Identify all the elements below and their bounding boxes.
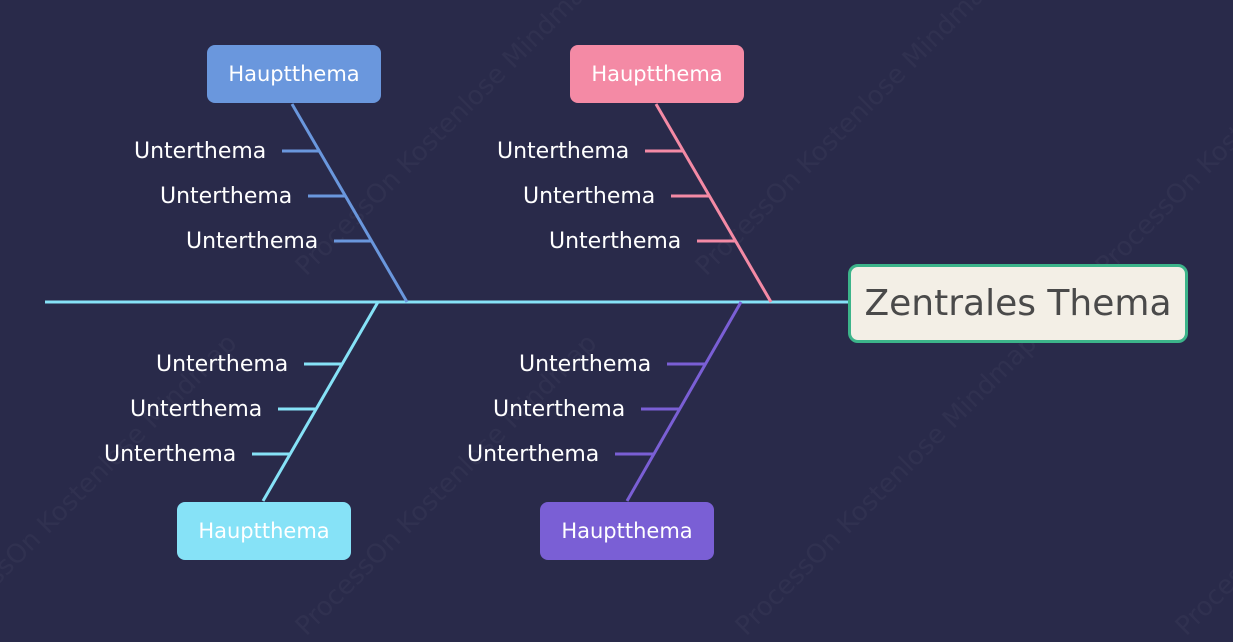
main-topic-label: Hauptthema bbox=[561, 519, 693, 543]
subtopic-node[interactable]: Unterthema bbox=[519, 352, 652, 377]
subtopic-node[interactable]: Unterthema bbox=[156, 352, 289, 377]
subtopic-node[interactable]: Unterthema bbox=[160, 184, 293, 209]
fishbone-diagram: ProcessOn Kostenlose Mindmap ProcessOn K… bbox=[45, 45, 1188, 560]
subtopic-node[interactable]: Unterthema bbox=[523, 184, 656, 209]
central-topic-node[interactable]: Zentrales Thema bbox=[848, 264, 1188, 343]
subtopic-node[interactable]: Unterthema bbox=[549, 229, 682, 254]
main-topic-node-4[interactable]: Hauptthema bbox=[540, 502, 714, 560]
subtopic-node[interactable]: Unterthema bbox=[104, 442, 237, 467]
subtopic-node[interactable]: Unterthema bbox=[497, 139, 630, 164]
bone-line-1 bbox=[290, 103, 409, 303]
subtopic-node[interactable]: Unterthema bbox=[186, 229, 319, 254]
main-topic-node-3[interactable]: Hauptthema bbox=[177, 502, 351, 560]
bone-line-2 bbox=[654, 103, 773, 303]
main-topic-node-2[interactable]: Hauptthema bbox=[570, 45, 744, 103]
main-topic-label: Hauptthema bbox=[228, 62, 360, 86]
subtopic-node[interactable]: Unterthema bbox=[130, 397, 263, 422]
bone-line-3 bbox=[261, 301, 380, 502]
connector-lines bbox=[45, 103, 848, 502]
central-topic-label: Zentrales Thema bbox=[864, 283, 1172, 324]
subtopic-node[interactable]: Unterthema bbox=[493, 397, 626, 422]
subtopic-node[interactable]: Unterthema bbox=[467, 442, 600, 467]
main-topic-label: Hauptthema bbox=[591, 62, 723, 86]
main-topic-label: Hauptthema bbox=[198, 519, 330, 543]
bone-line-4 bbox=[625, 301, 743, 502]
main-topic-node-1[interactable]: Hauptthema bbox=[207, 45, 381, 103]
subtopic-node[interactable]: Unterthema bbox=[134, 139, 267, 164]
